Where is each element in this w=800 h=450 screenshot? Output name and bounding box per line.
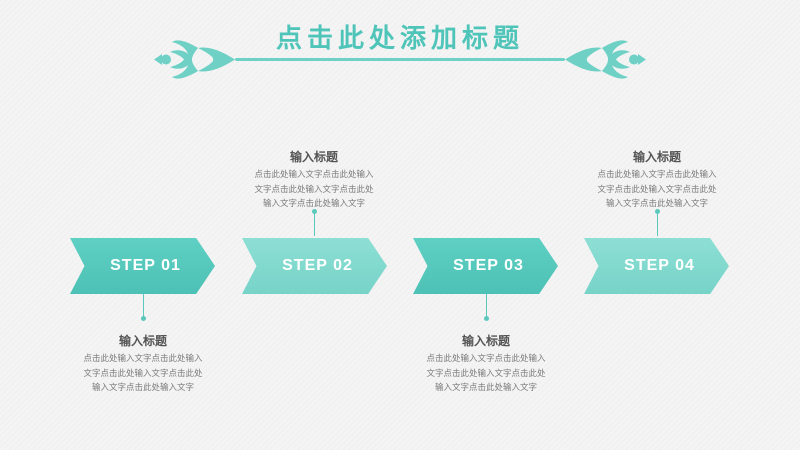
step-body-line: 文字点击此处输入文字点击此处: [426, 368, 546, 379]
connector-line-4: [657, 212, 658, 236]
connector-line-1: [143, 294, 144, 318]
step-body-1[interactable]: 点击此处输入文字点击此处输入 文字点击此处输入文字点击此处 输入文字点击此处输入…: [63, 352, 223, 396]
step-heading-2[interactable]: 输入标题: [289, 150, 338, 164]
step-body-line: 输入文字点击此处输入文字: [434, 383, 537, 393]
step-label-3: STEP 03: [453, 257, 524, 274]
step-text-2: 输入标题 点击此处输入文字点击此处输入 文字点击此处输入文字点击此处 输入文字点…: [234, 148, 394, 212]
title-ornament-icon: [154, 40, 646, 79]
step-label-1: STEP 01: [110, 257, 181, 274]
step-label-2: STEP 02: [282, 257, 353, 274]
step-body-line: 输入文字点击此处输入文字: [605, 199, 708, 209]
step-body-4[interactable]: 点击此处输入文字点击此处输入 文字点击此处输入文字点击此处 输入文字点击此处输入…: [577, 168, 737, 212]
step-body-2[interactable]: 点击此处输入文字点击此处输入 文字点击此处输入文字点击此处 输入文字点击此处输入…: [234, 168, 394, 212]
step-body-line: 文字点击此处输入文字点击此处: [254, 184, 374, 195]
step-arrow-2[interactable]: STEP 02: [242, 238, 387, 294]
step-heading-4[interactable]: 输入标题: [632, 150, 681, 164]
step-heading-1[interactable]: 输入标题: [118, 334, 167, 348]
step-arrow-3[interactable]: STEP 03: [413, 238, 558, 294]
step-body-line: 点击此处输入文字点击此处输入: [83, 354, 203, 364]
step-heading-3[interactable]: 输入标题: [461, 334, 510, 348]
connector-dot-4: [655, 209, 660, 214]
connector-dot-3: [484, 316, 489, 321]
step-arrow-4[interactable]: STEP 04: [584, 238, 729, 294]
connector-dot-1: [141, 316, 146, 321]
step-label-4: STEP 04: [624, 257, 695, 274]
step-body-3[interactable]: 点击此处输入文字点击此处输入 文字点击此处输入文字点击此处 输入文字点击此处输入…: [406, 352, 566, 396]
connector-line-3: [486, 294, 487, 318]
step-body-line: 文字点击此处输入文字点击此处: [83, 368, 203, 379]
step-arrow-1[interactable]: STEP 01: [70, 238, 215, 294]
step-body-line: 点击此处输入文字点击此处输入: [597, 170, 717, 180]
slide-title[interactable]: 点击此处添加标题: [275, 24, 524, 54]
step-body-line: 点击此处输入文字点击此处输入: [254, 170, 374, 180]
step-body-line: 输入文字点击此处输入文字: [262, 199, 365, 209]
step-body-line: 点击此处输入文字点击此处输入: [426, 354, 546, 364]
step-text-4: 输入标题 点击此处输入文字点击此处输入 文字点击此处输入文字点击此处 输入文字点…: [577, 148, 737, 212]
step-text-1: 输入标题 点击此处输入文字点击此处输入 文字点击此处输入文字点击此处 输入文字点…: [63, 332, 223, 396]
step-text-3: 输入标题 点击此处输入文字点击此处输入 文字点击此处输入文字点击此处 输入文字点…: [406, 332, 566, 396]
step-body-line: 文字点击此处输入文字点击此处: [597, 184, 717, 195]
connector-line-2: [314, 212, 315, 236]
step-body-line: 输入文字点击此处输入文字: [91, 383, 194, 393]
connector-dot-2: [312, 209, 317, 214]
